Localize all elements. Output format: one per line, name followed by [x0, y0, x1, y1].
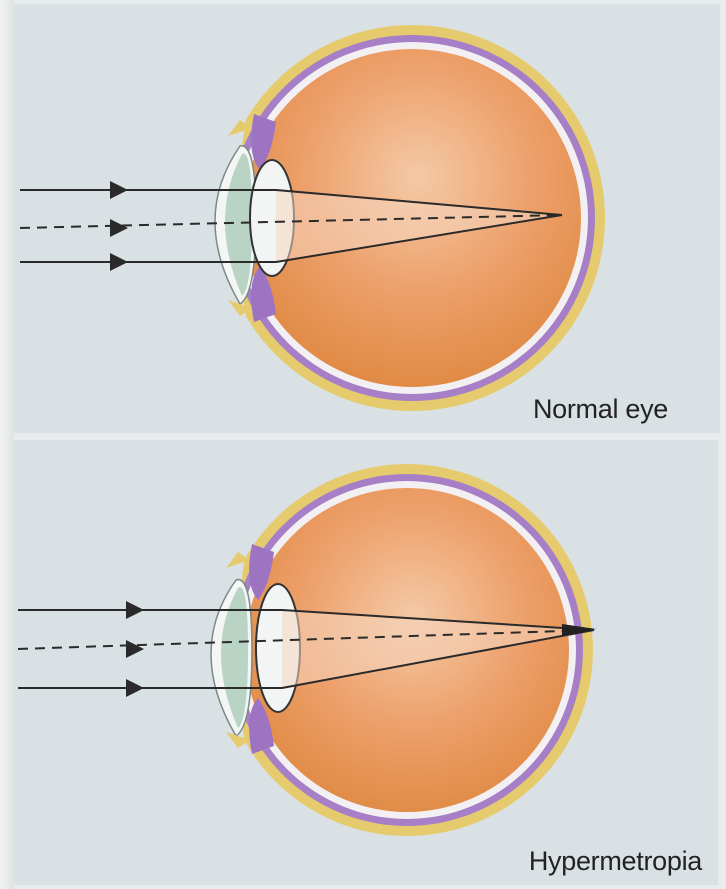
arrow-icon	[110, 253, 128, 271]
arrow-icon	[110, 219, 128, 237]
hypermetropia-figure: Hypermetropia	[14, 440, 718, 885]
hypermetropia-diagram	[14, 440, 718, 885]
arrow-icon	[110, 181, 128, 199]
arrow-icon	[126, 640, 144, 658]
caption-normal-eye: Normal eye	[533, 394, 668, 425]
normal-eye-figure: Normal eye	[14, 4, 720, 433]
arrow-icon	[126, 679, 144, 697]
normal-eye-diagram	[14, 4, 720, 433]
page-edge	[0, 0, 14, 889]
caption-hypermetropia: Hypermetropia	[529, 846, 702, 877]
arrow-icon	[126, 601, 144, 619]
